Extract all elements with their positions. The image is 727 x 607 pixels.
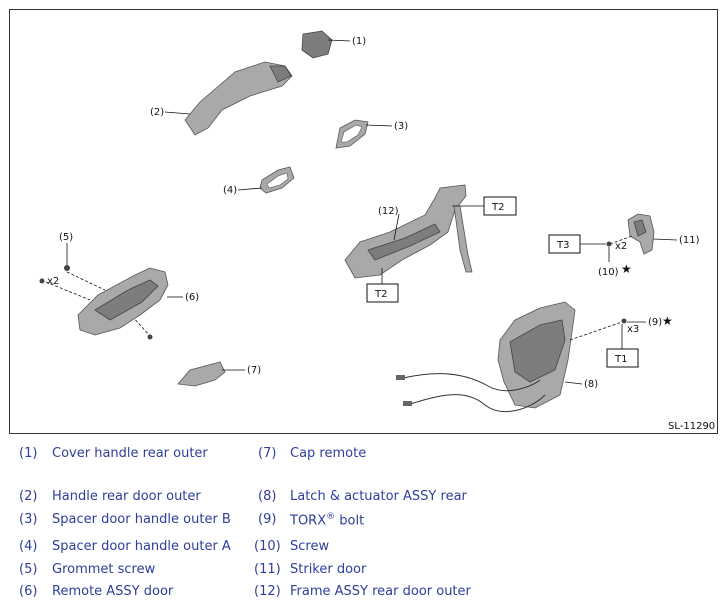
leader-12 [393,213,400,241]
legend-item-8: (8) Latch & actuator ASSY rear [258,489,467,504]
legend-item-9: (9) TORX® bolt [258,512,364,528]
diagram-code: SL-11290 [668,421,715,432]
legend-num: (4) [19,539,38,554]
part-frame-assy [344,184,467,279]
legend-label: Spacer door handle outer B [52,512,231,527]
torque-label-t1: T1 [614,354,627,365]
callout-12: (12) [378,206,399,217]
torque-box-t3 [548,234,581,254]
exploded-parts-diagram: (1) (2) (3) (4) (12) T2 T2 (11) x2 T3 (1… [9,9,718,434]
callout-8: (8) [584,379,598,390]
callout-1: (1) [352,36,366,47]
part-grommet-screw [64,265,70,271]
legend-num: (6) [19,584,38,599]
legend-num: (1) [19,446,38,461]
qty-5: x2 [47,276,59,287]
callout-9: (9) [648,317,662,328]
legend-num: (11) [254,562,281,577]
torque-box-t1 [606,348,639,368]
legend-item-12: (12) Frame ASSY rear door outer [254,584,471,599]
legend-label: Striker door [290,562,367,577]
legend-label: Grommet screw [52,562,156,577]
legend-item-7: (7) Cap remote [258,446,366,461]
leader-11 [652,238,678,241]
legend-item-5: (5) Grommet screw [19,562,155,577]
legend-label: Spacer door handle outer A [52,539,231,554]
part-screw-10 [606,241,612,247]
legend-num: (3) [19,512,38,527]
legend-label-suffix: bolt [335,513,365,529]
leader-8 [564,381,583,385]
qty-9: x3 [627,324,639,335]
callout-10: (10) [598,267,619,278]
star-9: ★ [662,314,673,328]
legend-item-4: (4) Spacer door handle outer A [19,539,231,554]
legend-item-1: (1) Cover handle rear outer [19,446,208,461]
part-torx-bolt [621,318,627,324]
legend-item-10: (10) Screw [254,539,329,554]
legend-num: (5) [19,562,38,577]
qty-10: x2 [615,241,627,252]
callout-2: (2) [150,107,164,118]
legend-num: (7) [258,446,277,461]
legend-label-sup: ® [326,512,336,522]
callout-11: (11) [679,235,700,246]
diagram-canvas: (1) (2) (3) (4) (12) T2 T2 (11) x2 T3 (1… [39,30,715,432]
part-cap-remote [177,361,226,387]
legend-label: Cap remote [290,446,367,461]
legend-num: (10) [254,539,281,554]
part-latch-cable-1 [402,373,541,392]
leader-4 [237,187,263,191]
legend-item-2: (2) Handle rear door outer [19,489,201,504]
legend-num: (8) [258,489,277,504]
legend-num: (2) [19,489,38,504]
torque-box-t2-bottom [366,283,399,303]
legend-item-6: (6) Remote ASSY door [19,584,173,599]
legend-label: Frame ASSY rear door outer [290,584,471,599]
legend-label: TORX [290,513,327,529]
legend-label: Latch & actuator ASSY rear [290,489,467,504]
part-cover-handle [301,30,333,59]
star-10: ★ [621,262,632,276]
legend-label: Handle rear door outer [52,489,201,504]
legend-item-11: (11) Striker door [254,562,366,577]
callout-4: (4) [223,185,237,196]
legend-label: Screw [290,539,330,554]
legend-label: Cover handle rear outer [52,446,208,461]
legend-num: (9) [258,512,277,527]
legend-label: Remote ASSY door [52,584,174,599]
leader-3 [365,124,393,127]
part-handle-rear-door [184,61,293,136]
torque-label-t2-bottom: T2 [374,289,387,300]
callout-3: (3) [394,121,408,132]
part-latch-cable-2 [409,394,546,413]
callout-7: (7) [247,365,261,376]
torque-label-t2-top: T2 [491,202,504,213]
legend-item-3: (3) Spacer door handle outer B [19,512,231,527]
legend-num: (12) [254,584,281,599]
callout-5: (5) [59,232,73,243]
callout-6: (6) [185,292,199,303]
torque-label-t3: T3 [556,240,569,251]
torque-box-t2-top [483,196,517,216]
leader-1 [327,39,351,42]
leader-2 [164,111,191,115]
